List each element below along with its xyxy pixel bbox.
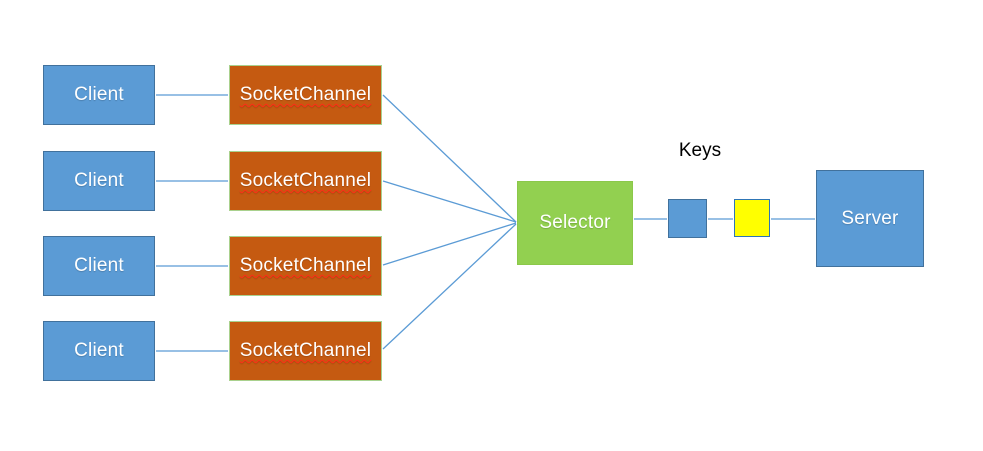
connector-channel2-selector xyxy=(382,180,517,223)
socketchannel-label: SocketChannel xyxy=(239,340,372,361)
client-label: Client xyxy=(74,170,124,191)
selector-node: Selector xyxy=(517,181,633,265)
socketchannel-node-4: SocketChannel xyxy=(229,321,382,381)
connector-channel3-selector xyxy=(382,222,517,266)
connector-channel1-selector xyxy=(382,94,517,223)
keys-label: Keys xyxy=(678,140,722,161)
socketchannel-node-2: SocketChannel xyxy=(229,151,382,211)
client-label: Client xyxy=(74,340,124,361)
client-node-1: Client xyxy=(43,65,155,125)
client-node-4: Client xyxy=(43,321,155,381)
socketchannel-node-1: SocketChannel xyxy=(229,65,382,125)
client-node-3: Client xyxy=(43,236,155,296)
client-label: Client xyxy=(74,84,124,105)
socketchannel-label: SocketChannel xyxy=(239,84,372,105)
client-node-2: Client xyxy=(43,151,155,211)
connector-channel4-selector xyxy=(382,223,517,350)
socketchannel-label: SocketChannel xyxy=(239,255,372,276)
server-label: Server xyxy=(841,207,899,229)
key-square-blue xyxy=(668,199,707,238)
client-label: Client xyxy=(74,255,124,276)
selector-label: Selector xyxy=(539,212,611,233)
server-node: Server xyxy=(816,170,924,267)
key-square-yellow xyxy=(734,199,770,237)
socketchannel-label: SocketChannel xyxy=(239,170,372,191)
socketchannel-node-3: SocketChannel xyxy=(229,236,382,296)
